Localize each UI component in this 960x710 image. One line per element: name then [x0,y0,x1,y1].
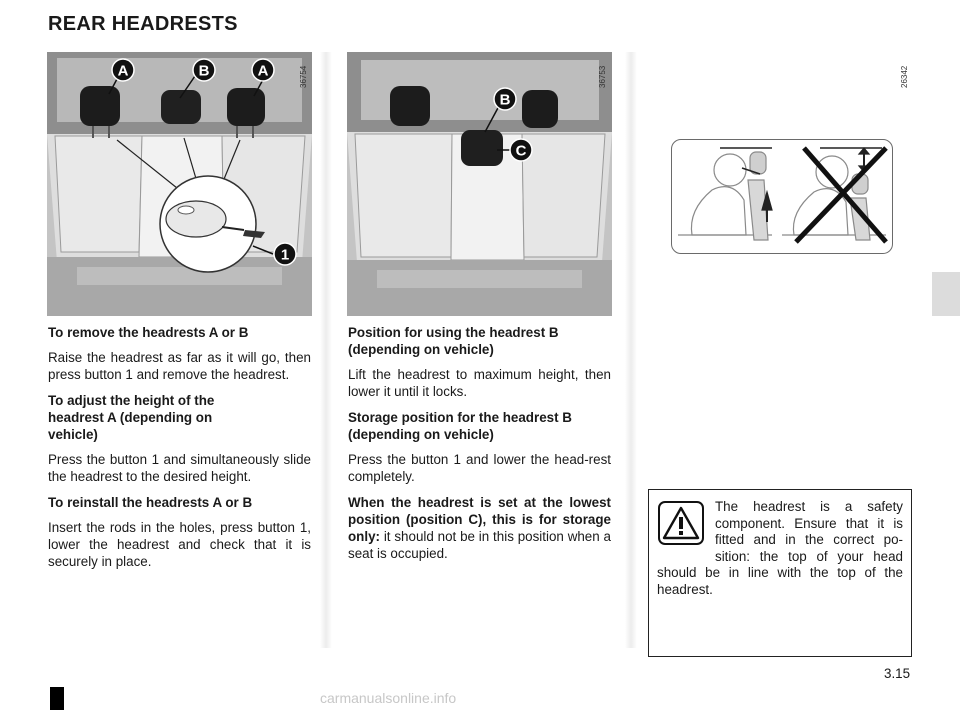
remove-heading: To remove the headrests A or B [48,325,249,340]
figure-code-right: 26342 [900,65,909,88]
storage-warning-bold: When the headrest is set at the lowest p… [348,495,611,544]
reinstall-text: Insert the rods in the holes, press butt… [48,520,311,569]
label-a-right: A [258,63,269,80]
adjust-heading: To adjust the height of the headrest A (… [48,393,215,442]
label-button-1: 1 [281,247,289,264]
headrest-position-diagram [671,139,893,254]
column-divider [320,52,332,648]
warning-text: The headrest is a safety component. Ensu… [657,499,903,597]
seat-correct-icon [678,147,773,241]
storage-text: Press the button 1 and lower the head-re… [348,452,611,484]
left-text-column: To remove the headrests A or B Raise the… [48,324,311,579]
label-b-middle: B [500,92,511,109]
warning-triangle-icon [658,501,704,545]
section-tab [932,272,960,316]
rear-seat-illustration: A B A 1 [47,52,312,316]
storage-warning-text: it should not be in this position when a… [348,529,611,561]
figure-code-left: 36754 [299,65,308,88]
page-title: REAR HEADRESTS [48,13,238,35]
rear-seat-storage-illustration: B C [347,52,612,316]
seat-incorrect-icon [782,146,888,244]
rear-seat-photo-left: A B A 1 [47,52,312,316]
safety-warning-box: The headrest is a safety component. Ensu… [648,489,912,657]
page-number: 3.15 [884,666,911,681]
warning-text-block: The headrest is a safety component. Ensu… [657,499,903,599]
rear-seat-photo-middle: B C [347,52,612,316]
remove-text: Raise the headrest as far as it will go,… [48,350,311,382]
watermark: carmanualsonline.info [320,690,457,706]
storage-heading: Storage position for the headrest B (dep… [348,410,572,442]
label-c: C [516,143,527,160]
column-divider [625,52,637,648]
label-a-left: A [118,63,129,80]
seat-position-drawing [678,146,888,244]
corner-marker [50,687,64,710]
middle-text-column: Position for using the headrest B (depen… [348,324,611,571]
adjust-text: Press the button 1 and simultaneously sl… [48,452,311,484]
use-text: Lift the headrest to maximum height, the… [348,367,611,399]
figure-code-middle: 36753 [598,65,607,88]
use-heading: Position for using the headrest B (depen… [348,325,559,357]
storage-warning: When the headrest is set at the lowest p… [348,494,611,562]
label-b: B [199,63,210,80]
reinstall-heading: To reinstall the headrests A or B [48,495,253,510]
